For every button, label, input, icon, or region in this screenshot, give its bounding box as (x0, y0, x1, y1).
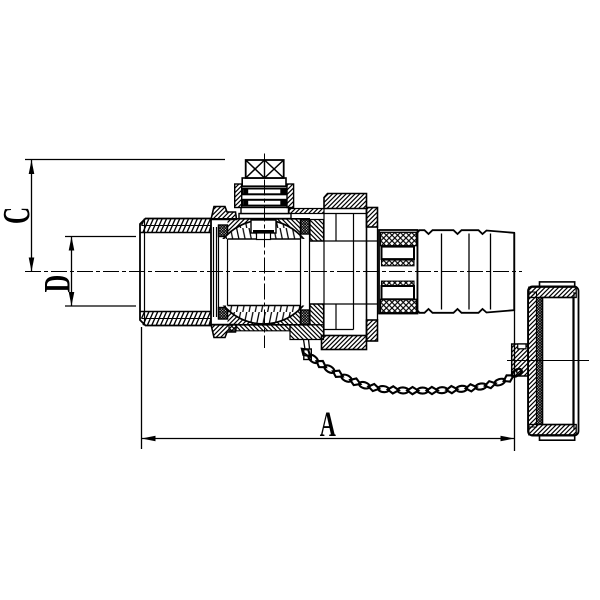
svg-text:C: C (0, 207, 38, 224)
svg-text:A: A (320, 405, 336, 445)
svg-text:D: D (36, 275, 77, 293)
